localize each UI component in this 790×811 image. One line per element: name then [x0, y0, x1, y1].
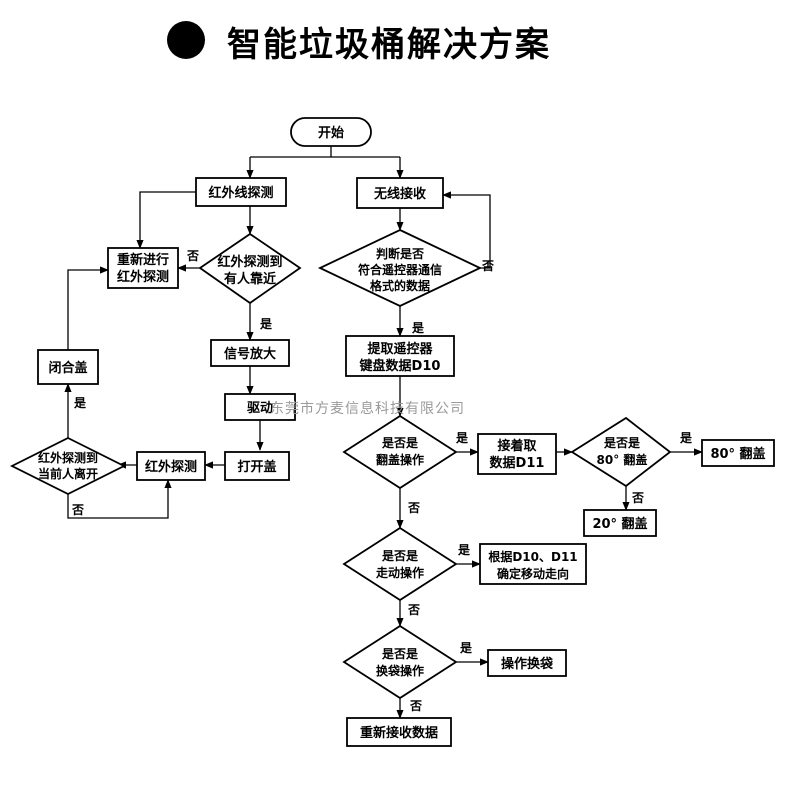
label-no-ir-person: 否	[186, 249, 199, 263]
label-yes-leave: 是	[73, 396, 87, 410]
is-bag-label-2: 换袋操作	[376, 663, 424, 678]
label-no-80: 否	[631, 491, 644, 505]
is-move-label-1: 是否是	[381, 549, 419, 563]
retry-ir-label-1: 重新进行	[117, 252, 169, 268]
wireless-rx-label: 无线接收	[373, 186, 427, 202]
title-block: 智能垃圾桶解决方案	[165, 15, 605, 65]
ir-detect-label: 红外线探测	[208, 185, 273, 201]
ir-person-label-1: 红外探测到	[217, 254, 282, 270]
label-no-move: 否	[407, 603, 420, 617]
label-yes-move: 是	[457, 543, 471, 557]
label-no-bag: 否	[409, 699, 422, 713]
re-rx-label: 重新接收数据	[360, 725, 438, 741]
retry-ir-box	[107, 247, 179, 289]
check-format-label-3: 格式的数据	[370, 278, 430, 293]
amplify-box	[210, 339, 290, 367]
is-flip-label-1: 是否是	[381, 436, 419, 450]
label-yes-bag: 是	[459, 641, 473, 655]
is-80-label-1: 是否是	[603, 436, 641, 450]
wireless-rx-box	[356, 177, 444, 209]
is-80-decision	[570, 416, 672, 488]
is-bag-decision	[342, 624, 458, 700]
open-lid-label: 打开盖	[237, 459, 276, 475]
ir-leave-label-1: 红外探测到	[38, 450, 98, 465]
label-no-flip: 否	[407, 501, 420, 515]
flip80-label: 80° 翻盖	[710, 446, 765, 462]
ir-person-label-2: 有人靠近	[224, 271, 276, 287]
check-format-label-1: 判断是否	[376, 246, 424, 261]
is-flip-label-2: 翻盖操作	[376, 452, 424, 467]
drive-label: 驱动	[247, 401, 273, 416]
label-yes-format: 是	[411, 321, 425, 335]
re-rx-box	[346, 717, 452, 747]
is-flip-decision	[342, 414, 458, 490]
label-yes-80: 是	[679, 431, 693, 445]
flow-connectors	[64, 146, 703, 719]
page-title: 智能垃圾桶解决方案	[227, 25, 551, 65]
extract-d10-box	[345, 335, 455, 377]
ir-person-decision	[198, 232, 302, 305]
rx-d11-label-1: 接着取	[497, 438, 537, 454]
label-yes-ir-person: 是	[259, 317, 273, 331]
start-label: 开始	[318, 125, 344, 141]
label-no-leave: 否	[71, 503, 84, 517]
flip20-label: 20° 翻盖	[592, 516, 647, 532]
check-format-label-2: 符合遥控器通信	[358, 262, 442, 277]
close-lid-box	[37, 349, 99, 385]
is-move-label-2: 走动操作	[376, 565, 424, 580]
start-terminal	[290, 117, 372, 147]
node-labels: 开始 红外线探测 无线接收 重新进行 红外探测 红外探测到 有人靠近 判断是否 …	[38, 125, 766, 741]
edge-labels: 否 是 否 是 是 是 否 否 是 否 是 否 是 否	[71, 249, 693, 713]
amplify-label: 信号放大	[224, 346, 276, 362]
bullet-dot-icon	[167, 21, 205, 59]
label-yes-flip: 是	[455, 431, 469, 445]
open-lid-box	[224, 451, 290, 481]
bag-op-box	[487, 649, 567, 677]
ir-detect-box	[195, 177, 287, 207]
flip20-box	[583, 509, 657, 537]
move-dir-label-2: 确定移动走向	[497, 566, 569, 581]
watermark-text: 东莞市方麦信息科技有限公司	[270, 401, 465, 417]
retry-ir-label-2: 红外探测	[117, 269, 169, 285]
move-dir-box	[479, 543, 587, 585]
ir-detect2-label: 红外探测	[145, 459, 197, 475]
extract-d10-label-2: 键盘数据D10	[359, 358, 441, 374]
rx-d11-label-2: 数据D11	[490, 455, 545, 471]
bag-op-label: 操作换袋	[501, 656, 554, 672]
flow-shapes	[9, 117, 775, 747]
is-move-decision	[342, 526, 458, 602]
extract-d10-label-1: 提取遥控器	[367, 341, 433, 357]
label-no-format: 否	[481, 259, 494, 273]
rx-d11-box	[477, 433, 557, 475]
close-lid-label: 闭合盖	[48, 360, 87, 376]
is-bag-label-1: 是否是	[381, 647, 419, 661]
check-format-decision	[317, 229, 483, 307]
ir-leave-label-2: 当前人离开	[38, 466, 98, 481]
is-80-label-2: 80° 翻盖	[597, 452, 648, 467]
move-dir-label-1: 根据D10、D11	[488, 549, 577, 564]
ir-detect2-box	[136, 451, 206, 481]
ir-leave-decision	[9, 436, 127, 496]
flip80-box	[701, 439, 775, 467]
drive-box	[224, 393, 296, 421]
